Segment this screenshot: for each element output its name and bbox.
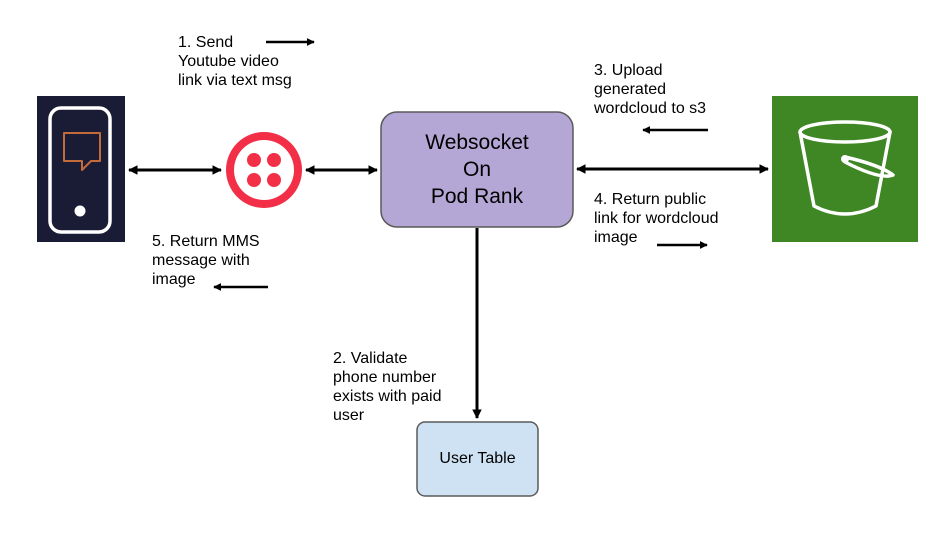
websocket-label: Websocket On Pod Rank — [425, 131, 529, 208]
step1-label: 1. Send Youtube video link via text msg — [178, 34, 292, 89]
websocket-box — [380, 111, 574, 228]
s3-background — [772, 96, 918, 242]
phone-icon — [48, 106, 112, 234]
phone-home-button — [74, 205, 86, 217]
chat-bubble-icon — [63, 132, 101, 171]
step5-label: 5. Return MMS message with image — [152, 233, 260, 288]
step3-label: 3. Upload generated wordcloud to s3 — [594, 62, 707, 117]
user-table-box — [416, 421, 539, 497]
s3-bucket-node — [772, 96, 918, 242]
step4-label: 4. Return public link for wordcloud imag… — [594, 191, 719, 246]
twilio-node — [226, 132, 302, 208]
step2-label: 2. Validate phone number exists with pai… — [333, 350, 442, 424]
user-table-label: User Table — [439, 450, 516, 467]
phone-node — [37, 96, 125, 242]
bucket-icon — [798, 120, 895, 216]
